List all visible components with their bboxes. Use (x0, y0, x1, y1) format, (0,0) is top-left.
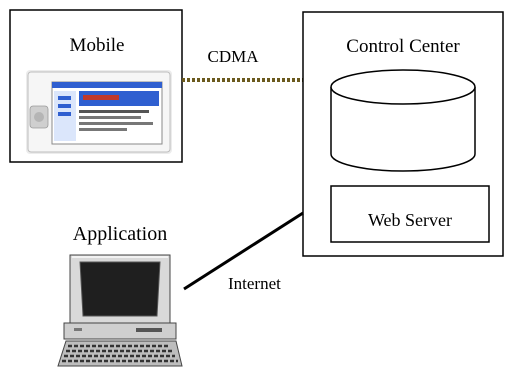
database-cylinder-icon (330, 69, 476, 172)
application-label: Application (73, 223, 167, 245)
desktop-computer-icon (57, 254, 183, 367)
mobile-label: Mobile (70, 35, 125, 56)
web-server-label: Web Server (368, 210, 452, 230)
internet-label: Internet (228, 274, 281, 293)
cdma-label: CDMA (207, 47, 259, 66)
internet-link (183, 211, 304, 291)
pda-device-icon (26, 70, 172, 154)
control-center-label: Control Center (346, 36, 460, 57)
web-server-node (330, 185, 490, 243)
